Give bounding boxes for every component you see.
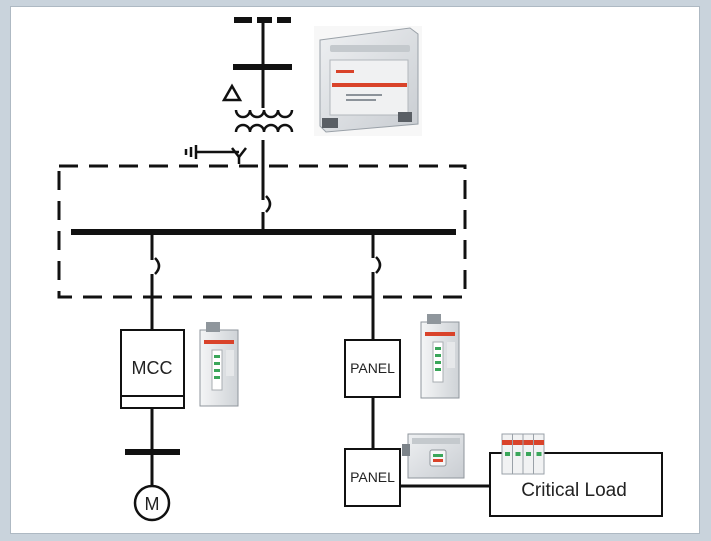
delta-symbol (221, 83, 243, 102)
panel-upper-label: PANEL (350, 360, 395, 376)
ground-symbol (184, 145, 198, 159)
switchgear-enclosure (57, 164, 467, 299)
critical-load-label: Critical Load (521, 480, 627, 501)
panel-lower-box: PANEL (344, 448, 401, 507)
motor-label: M (145, 494, 160, 514)
surge-protector-din-rail-image (501, 433, 545, 475)
surge-protector-compact-image (402, 433, 465, 479)
panel-lower-label: PANEL (350, 469, 395, 485)
motor-symbol: M (133, 484, 171, 522)
mcc-label: MCC (132, 358, 173, 378)
transformer-symbol (196, 83, 294, 164)
secondary-winding (234, 123, 294, 133)
primary-winding (234, 109, 294, 119)
panel-upper-box: PANEL (344, 339, 401, 398)
main-breaker-symbol (265, 195, 272, 213)
surge-protector-enclosure-image (314, 26, 422, 136)
mcc-box: MCC (120, 329, 185, 409)
mcc-feeder-breaker-symbol (154, 257, 161, 275)
surge-protector-module-panel-image (420, 314, 460, 399)
panel-feeder-breaker-symbol (375, 256, 382, 274)
surge-protector-module-mcc-image (199, 322, 239, 407)
